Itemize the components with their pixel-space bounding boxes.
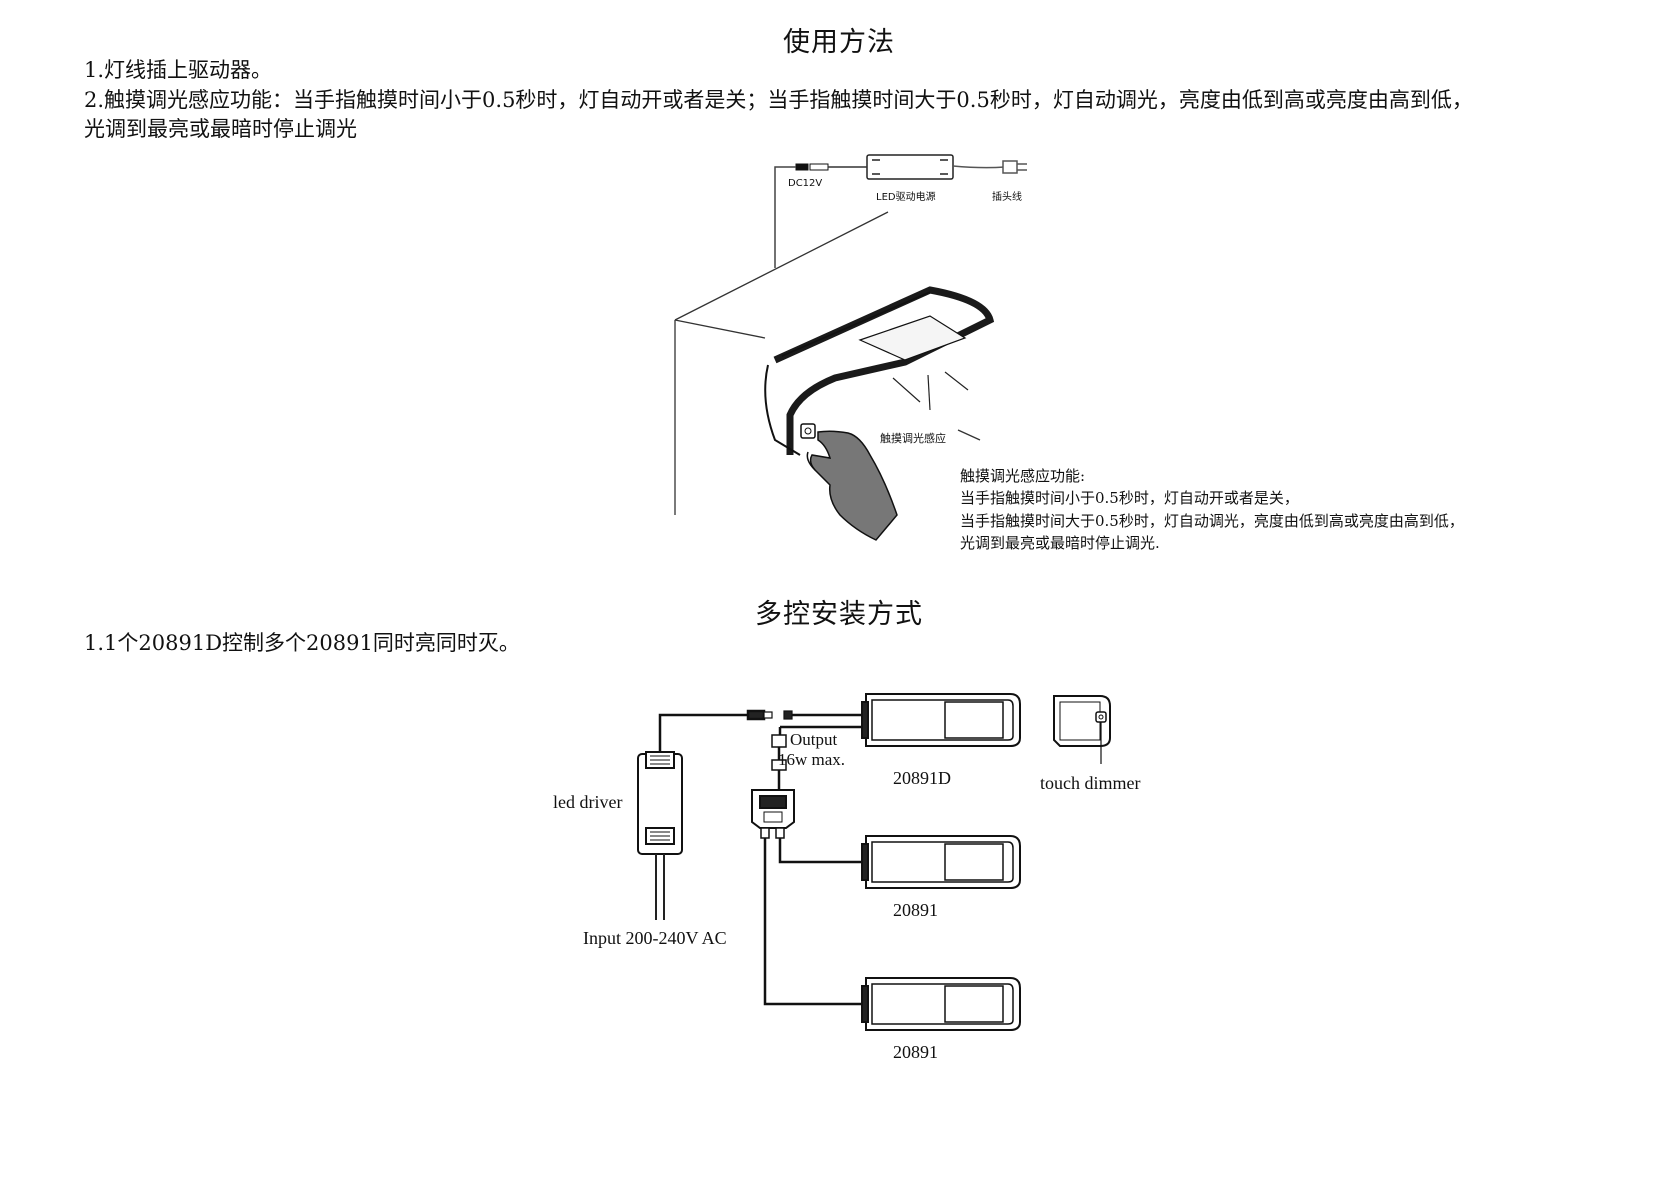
touch-install-illustration: DC12V LED驱动电源 插头线 触摸调光感应 xyxy=(674,154,1027,541)
dc12v-label: DC12V xyxy=(788,178,822,189)
usage-step-2-continued: 光调到最亮或最暗时停止调光 xyxy=(84,117,357,141)
lamp-20891-middle xyxy=(861,835,1021,889)
section-title-multi-control: 多控安装方式 xyxy=(755,599,923,630)
touch-dimmer-label: touch dimmer xyxy=(1040,773,1140,793)
output-label-line-2: 16w max. xyxy=(778,750,845,769)
model-20891-bottom-label: 20891 xyxy=(893,1042,938,1062)
lamp-20891-bottom xyxy=(861,977,1021,1031)
cabinet-outline xyxy=(674,211,981,515)
touch-dimmer-closeup xyxy=(1053,695,1111,764)
light-rays xyxy=(892,371,969,411)
multi-control-step-1: 1.1个20891D控制多个20891同时亮同时灭。 xyxy=(84,631,520,655)
usage-step-2: 2.触摸调光感应功能：当手指触摸时间小于0.5秒时，灯自动开或者是关；当手指触摸… xyxy=(84,88,1473,112)
output-label-line-1: Output xyxy=(790,730,838,749)
under-cabinet-lamp xyxy=(764,286,995,456)
plug-cable xyxy=(952,160,1027,174)
led-driver-box xyxy=(637,751,683,855)
lamp-cable xyxy=(774,166,796,268)
driver-label: LED驱动电源 xyxy=(876,190,936,203)
plug-label: 插头线 xyxy=(992,190,1022,203)
model-20891-middle-label: 20891 xyxy=(893,900,938,920)
driver-output-cable xyxy=(658,709,773,752)
hand-drawing xyxy=(806,430,898,541)
touch-note-line-3: 光调到最亮或最暗时停止调光. xyxy=(960,534,1160,552)
lamp-20891D xyxy=(861,693,1021,747)
input-cable xyxy=(655,854,665,920)
usage-step-1: 1.灯线插上驱动器。 xyxy=(84,58,273,82)
touch-note-title: 触摸调光感应功能: xyxy=(960,467,1086,485)
hub-to-lamp-cables xyxy=(763,838,866,1006)
led-driver-label: led driver xyxy=(553,792,622,812)
touch-note-line-2: 当手指触摸时间大于0.5秒时，灯自动调光，亮度由低到高或亮度由高到低， xyxy=(960,512,1464,530)
section-title-usage: 使用方法 xyxy=(783,27,895,58)
touch-sensor-label: 触摸调光感应 xyxy=(880,431,946,445)
touch-note-line-1: 当手指触摸时间小于0.5秒时，灯自动开或者是关， xyxy=(960,489,1299,507)
dimmer-connector xyxy=(771,710,866,790)
distribution-hub xyxy=(751,789,795,839)
input-voltage-label: Input 200-240V AC xyxy=(583,928,727,948)
model-20891D-label: 20891D xyxy=(893,768,951,788)
